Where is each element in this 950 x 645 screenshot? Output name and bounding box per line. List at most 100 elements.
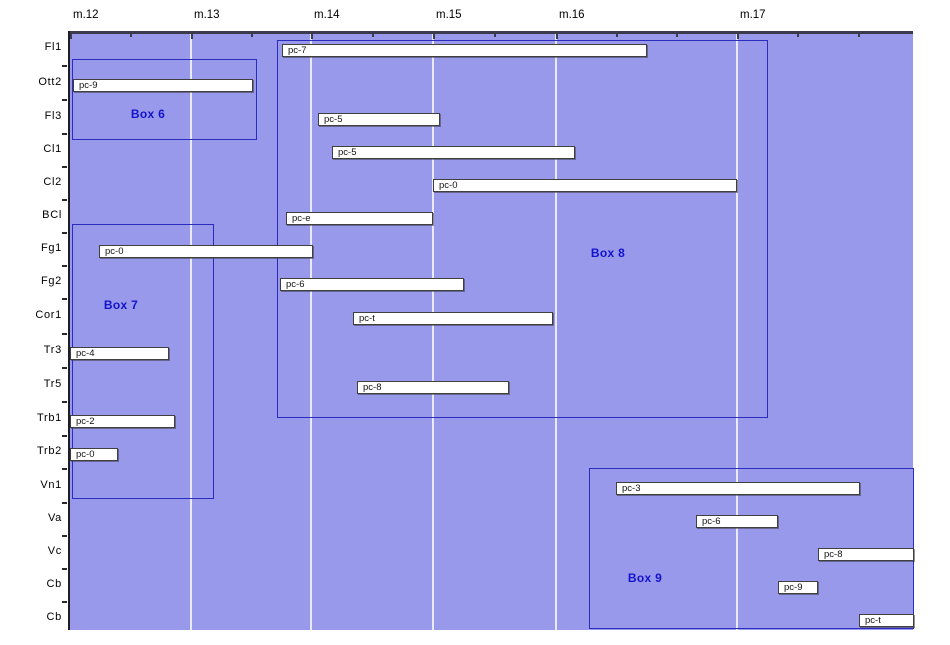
measure-gridline bbox=[310, 34, 312, 630]
row-label: Ott2 bbox=[2, 76, 62, 88]
segment-bar-label: pc-8 bbox=[824, 549, 843, 560]
y-axis-tick bbox=[62, 435, 67, 437]
row-label: Cb bbox=[2, 578, 62, 590]
y-axis-tick bbox=[62, 232, 67, 234]
x-axis-tick bbox=[191, 33, 193, 39]
y-axis-tick bbox=[62, 401, 67, 403]
segment-bar[interactable]: pc-t bbox=[353, 312, 553, 325]
y-axis-tick bbox=[62, 166, 67, 168]
x-axis-tick-label: m.14 bbox=[314, 9, 340, 21]
segment-bar-label: pc-2 bbox=[76, 416, 95, 427]
segment-bar[interactable]: pc-8 bbox=[818, 548, 914, 561]
segment-bar-label: pc-t bbox=[865, 615, 881, 626]
row-label-label: Fg2 bbox=[40, 275, 62, 287]
row-label-label: Fl3 bbox=[44, 110, 62, 122]
row-label-label: Cl2 bbox=[43, 176, 62, 188]
row-label-label: Trb2 bbox=[36, 445, 62, 457]
y-axis-tick bbox=[62, 502, 67, 504]
x-axis-minor-tick bbox=[494, 33, 496, 37]
x-axis-tick bbox=[556, 33, 558, 39]
row-label-label: Cor1 bbox=[35, 309, 62, 321]
row-label-label: Trb1 bbox=[36, 412, 62, 424]
segment-bar[interactable]: pc-5 bbox=[332, 146, 575, 159]
segment-bar[interactable]: pc-3 bbox=[616, 482, 860, 495]
segment-bar[interactable]: pc-2 bbox=[70, 415, 175, 428]
row-label: Fl1 bbox=[2, 41, 62, 53]
segment-bar[interactable]: pc-6 bbox=[696, 515, 778, 528]
y-axis-tick bbox=[62, 568, 67, 570]
segment-bar-label: pc-t bbox=[359, 313, 375, 324]
segment-bar[interactable]: pc-0 bbox=[70, 448, 118, 461]
analysis-box[interactable] bbox=[72, 224, 214, 499]
segment-bar[interactable]: pc-0 bbox=[99, 245, 313, 258]
row-label-label: Ott2 bbox=[38, 76, 62, 88]
x-axis-tick-label: m.17 bbox=[740, 9, 766, 21]
row-label: Tr3 bbox=[2, 344, 62, 356]
row-label-label: Cb bbox=[46, 611, 62, 623]
analysis-box[interactable] bbox=[277, 40, 768, 418]
segment-bar-label: pc-6 bbox=[286, 279, 305, 290]
y-axis-tick bbox=[62, 468, 67, 470]
segment-bar[interactable]: pc-9 bbox=[73, 79, 253, 92]
segment-bar-label: pc-3 bbox=[622, 483, 641, 494]
row-label: Trb1 bbox=[2, 412, 62, 424]
y-axis-tick bbox=[62, 601, 67, 603]
row-label: BCl bbox=[2, 209, 62, 221]
segment-bar[interactable]: pc-9 bbox=[778, 581, 818, 594]
x-axis-minor-tick bbox=[372, 33, 374, 37]
segment-bar-label: pc-0 bbox=[105, 246, 124, 257]
segment-bar-label: pc-5 bbox=[338, 147, 357, 158]
y-axis-tick bbox=[62, 333, 67, 335]
row-label: Tr5 bbox=[2, 378, 62, 390]
x-axis-tick-label-label: m.12 bbox=[73, 9, 99, 21]
row-label: Fg1 bbox=[2, 242, 62, 254]
segment-bar[interactable]: pc-0 bbox=[433, 179, 737, 192]
row-label-label: Vn1 bbox=[40, 479, 62, 491]
measure-gridline bbox=[190, 34, 192, 630]
row-label: Vc bbox=[2, 545, 62, 557]
segment-bar[interactable]: pc-t bbox=[859, 614, 914, 627]
x-axis-tick-label-label: m.17 bbox=[740, 9, 766, 21]
row-label: Fg2 bbox=[2, 275, 62, 287]
row-label: Trb2 bbox=[2, 445, 62, 457]
y-axis-tick bbox=[62, 99, 67, 101]
x-axis-tick bbox=[311, 33, 313, 39]
segment-bar-label: pc-7 bbox=[288, 45, 307, 56]
row-label-label: BCl bbox=[42, 209, 62, 221]
x-axis-tick bbox=[433, 33, 435, 39]
analysis-box-label: Box 6 bbox=[130, 107, 166, 121]
x-axis-tick-label: m.12 bbox=[73, 9, 99, 21]
plot-area bbox=[70, 33, 913, 630]
segment-bar[interactable]: pc-8 bbox=[357, 381, 509, 394]
row-label-label: Va bbox=[47, 512, 62, 524]
row-label-label: Fl1 bbox=[44, 41, 62, 53]
x-axis-tick bbox=[737, 33, 739, 39]
segment-bar-label: pc-9 bbox=[79, 80, 98, 91]
segment-bar-label: pc-9 bbox=[784, 582, 803, 593]
x-axis-tick-label-label: m.14 bbox=[314, 9, 340, 21]
x-axis-minor-tick bbox=[858, 33, 860, 37]
y-axis-tick bbox=[62, 298, 67, 300]
segment-bar[interactable]: pc-5 bbox=[318, 113, 440, 126]
x-axis-line bbox=[68, 31, 913, 34]
x-axis-tick-label: m.16 bbox=[559, 9, 585, 21]
y-axis-tick bbox=[62, 265, 67, 267]
segment-bar[interactable]: pc-e bbox=[286, 212, 433, 225]
x-axis-tick-label: m.15 bbox=[436, 9, 462, 21]
analysis-box[interactable] bbox=[72, 59, 257, 140]
row-label-label: Tr3 bbox=[43, 344, 62, 356]
measure-gridline bbox=[555, 34, 557, 630]
analysis-box-label: Box 7 bbox=[103, 298, 139, 312]
segment-bar[interactable]: pc-4 bbox=[70, 347, 169, 360]
row-label-label: Tr5 bbox=[43, 378, 62, 390]
segment-bar-label: pc-8 bbox=[363, 382, 382, 393]
row-label: Va bbox=[2, 512, 62, 524]
row-label: Cb bbox=[2, 611, 62, 623]
segment-bar[interactable]: pc-7 bbox=[282, 44, 647, 57]
x-axis-minor-tick bbox=[251, 33, 253, 37]
segment-bar-label: pc-0 bbox=[439, 180, 458, 191]
x-axis-tick-label-label: m.16 bbox=[559, 9, 585, 21]
row-label: Vn1 bbox=[2, 479, 62, 491]
segment-bar[interactable]: pc-6 bbox=[280, 278, 464, 291]
